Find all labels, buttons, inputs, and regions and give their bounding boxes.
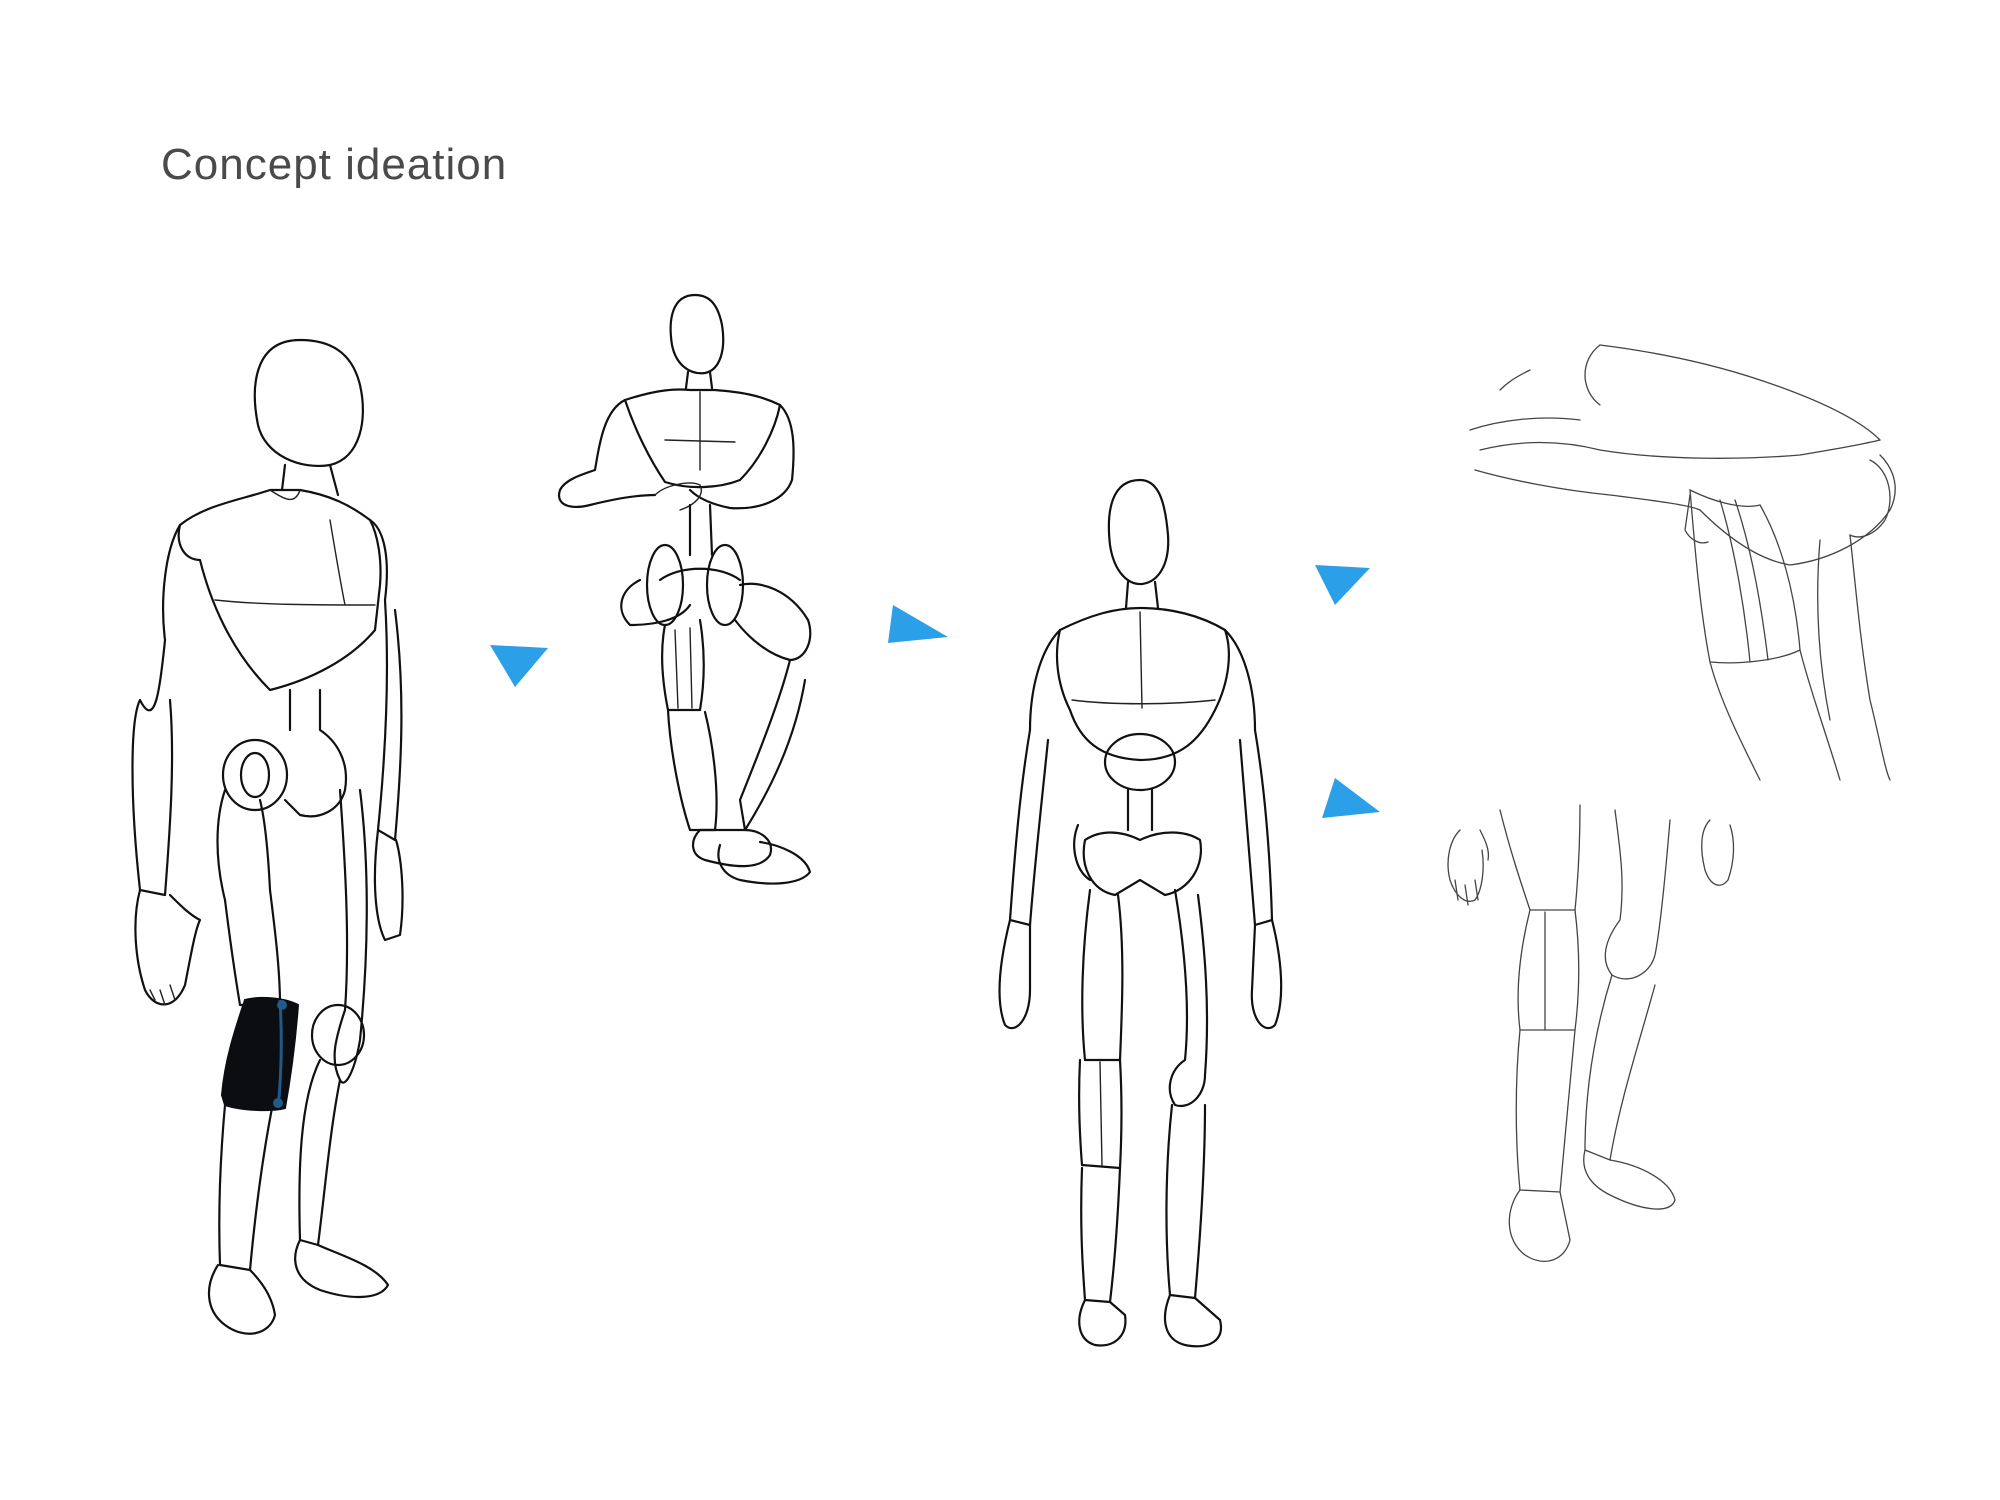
detail-knee-bent: [1469, 344, 1896, 781]
triangle-arrow-icon: [1315, 565, 1370, 605]
page-title: Concept ideation: [161, 140, 508, 189]
triangle-arrow-icon: [888, 605, 948, 643]
detail-knee-standing: [1447, 804, 1735, 1262]
triangle-arrow-icon: [490, 645, 548, 687]
triangle-arrow-icon: [1322, 778, 1380, 818]
figure-standing-front: [998, 478, 1283, 1348]
figure-seated: [557, 293, 812, 885]
figure-standing-with-brace: [131, 338, 404, 1335]
knee-brace: [220, 996, 300, 1112]
